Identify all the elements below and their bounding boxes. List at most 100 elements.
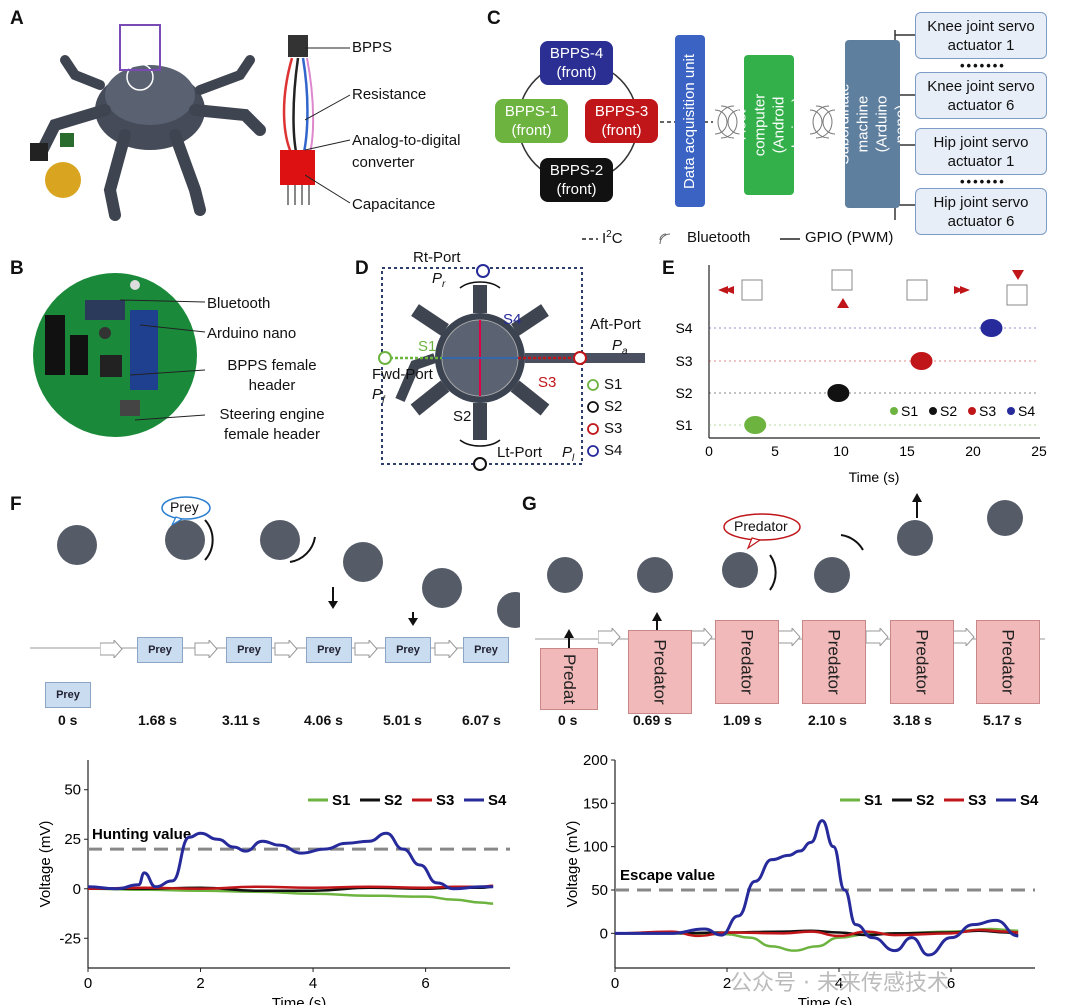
d-legend-s4: S4 <box>604 442 623 459</box>
y-tick-label: 50 <box>64 782 81 799</box>
y-tick-label: 100 <box>583 839 608 856</box>
lt-port-var: Pl <box>562 444 574 464</box>
rt-var-p: P <box>432 270 443 287</box>
watermark: 公众号 · 未来传感技术 <box>730 971 949 996</box>
e-xtick-25: 25 <box>1031 443 1047 459</box>
prey-box-1: Prey <box>137 637 183 663</box>
knee-servo-6: Knee joint servo actuator 6 <box>915 72 1047 119</box>
x-tick-label: 0 <box>611 975 619 992</box>
e-row-s1: S1 <box>675 417 692 433</box>
legend-i2c: I2C <box>602 229 623 247</box>
predator-bubble: Predator <box>734 518 788 534</box>
e-legend: S1 S2 S3 S4 <box>890 403 1035 419</box>
e-schematics <box>718 269 1028 308</box>
y-tick-label: 200 <box>583 752 608 769</box>
hip-servo-6: Hip joint servo actuator 6 <box>915 188 1047 235</box>
y-tick-label: -25 <box>59 930 81 947</box>
lt-port-label: Lt-Port <box>497 444 543 461</box>
fwd-port-label: Fwd-Port <box>372 366 433 383</box>
predator-box-2-label: Predator <box>738 629 758 695</box>
panel-label-e: E <box>662 258 675 279</box>
i2c-sup: 2 <box>606 229 612 240</box>
e-event-s2 <box>827 384 850 402</box>
e-legend-s2: S2 <box>940 403 957 419</box>
board-photo <box>33 273 197 437</box>
e-row-s3: S3 <box>675 353 692 369</box>
predator-box-4: Predator <box>890 620 954 704</box>
panel-label-a: A <box>10 8 24 29</box>
fwd-port-var: Pf <box>372 386 385 406</box>
label-bpps: BPPS <box>352 39 393 56</box>
e-xlabel: Time (s) <box>849 469 900 485</box>
host-label: Host computer (Android devices) <box>732 93 806 157</box>
prey-box-5: Prey <box>463 637 509 663</box>
f-time-4: 5.01 s <box>383 712 422 728</box>
x-tick-label: 0 <box>84 975 92 992</box>
x-tick-label: 2 <box>723 975 731 992</box>
series-s3 <box>614 928 1019 938</box>
e-legend-s4: S4 <box>1018 403 1035 419</box>
aft-port-var: Pa <box>612 337 628 357</box>
d-s3-label: S3 <box>538 374 557 391</box>
series-s4 <box>87 831 494 891</box>
predator-bubble-shape <box>723 513 801 550</box>
d-legend-s1: S1 <box>604 376 623 393</box>
g-time-5: 5.17 s <box>983 712 1022 728</box>
f-flow-arrows <box>100 640 458 658</box>
d-legend-s3: S3 <box>604 420 623 437</box>
e-legend-dot-s4 <box>1007 407 1015 415</box>
y-axis-label: Voltage (mV) <box>564 821 581 908</box>
series-s1 <box>87 887 494 905</box>
predator-box-5-label: Predator <box>999 629 1019 695</box>
f-time-1: 1.68 s <box>138 712 177 728</box>
legend-s2: S2 <box>384 792 402 809</box>
e-row-s4: S4 <box>675 320 692 336</box>
e-row-s2: S2 <box>675 385 692 401</box>
predator-box-1-label: Predator <box>651 639 671 705</box>
g-time-2: 1.09 s <box>723 712 762 728</box>
x-tick-label: 4 <box>835 975 843 992</box>
sub-label: Subordinate machine (Arduino nano) <box>835 83 910 165</box>
d-s4-label: S4 <box>503 311 522 328</box>
label-bluetooth: Bluetooth <box>207 295 271 312</box>
d-legend-markers <box>587 379 599 457</box>
g-time-1: 0.69 s <box>633 712 672 728</box>
e-xtick-5: 5 <box>771 443 779 459</box>
bpps-1-box: BPPS-1 (front) <box>495 99 568 143</box>
panel-label-f: F <box>10 494 22 515</box>
c-legend-lines <box>582 233 800 245</box>
threshold-label: Escape value <box>620 867 715 884</box>
lt-var-p: P <box>562 444 573 461</box>
y-tick-label: 0 <box>73 881 81 898</box>
x-tick-label: 6 <box>421 975 429 992</box>
predator-box-2: Predator <box>715 620 779 704</box>
e-event-marks <box>709 319 1039 434</box>
bpps-3-box: BPPS-3 (front) <box>585 99 658 143</box>
panel-label-c: C <box>487 8 501 29</box>
d-s2-label: S2 <box>453 408 472 425</box>
f-time-3: 4.06 s <box>304 712 343 728</box>
i2c-suffix: C <box>611 230 623 247</box>
legend-s4: S4 <box>488 792 507 809</box>
prey-box-2: Prey <box>226 637 272 663</box>
host-box: Host computer (Android devices) <box>732 55 806 195</box>
x-tick-label: 2 <box>196 975 204 992</box>
e-event-s3 <box>910 352 933 370</box>
x-axis-label: Time (s) <box>272 995 326 1005</box>
f-time-2: 3.11 s <box>222 712 261 728</box>
rt-port-label: Rt-Port <box>413 249 461 266</box>
label-adc: Analog-to-digital converter <box>352 132 461 171</box>
bpps-4-box: BPPS-4 (front) <box>540 41 613 85</box>
y-tick-label: 150 <box>583 795 608 812</box>
e-legend-s3: S3 <box>979 403 996 419</box>
f-time-0: 0 s <box>58 712 78 728</box>
predator-box-3-label: Predator <box>825 629 845 695</box>
panel-label-b: B <box>10 258 24 279</box>
knee-servo-1: Knee joint servo actuator 1 <box>915 12 1047 59</box>
series-s3 <box>87 884 494 891</box>
b-callout-lines <box>120 299 206 421</box>
sub-box: Subordinate machine (Arduino nano) <box>836 40 910 208</box>
g-time-4: 3.18 s <box>893 712 932 728</box>
